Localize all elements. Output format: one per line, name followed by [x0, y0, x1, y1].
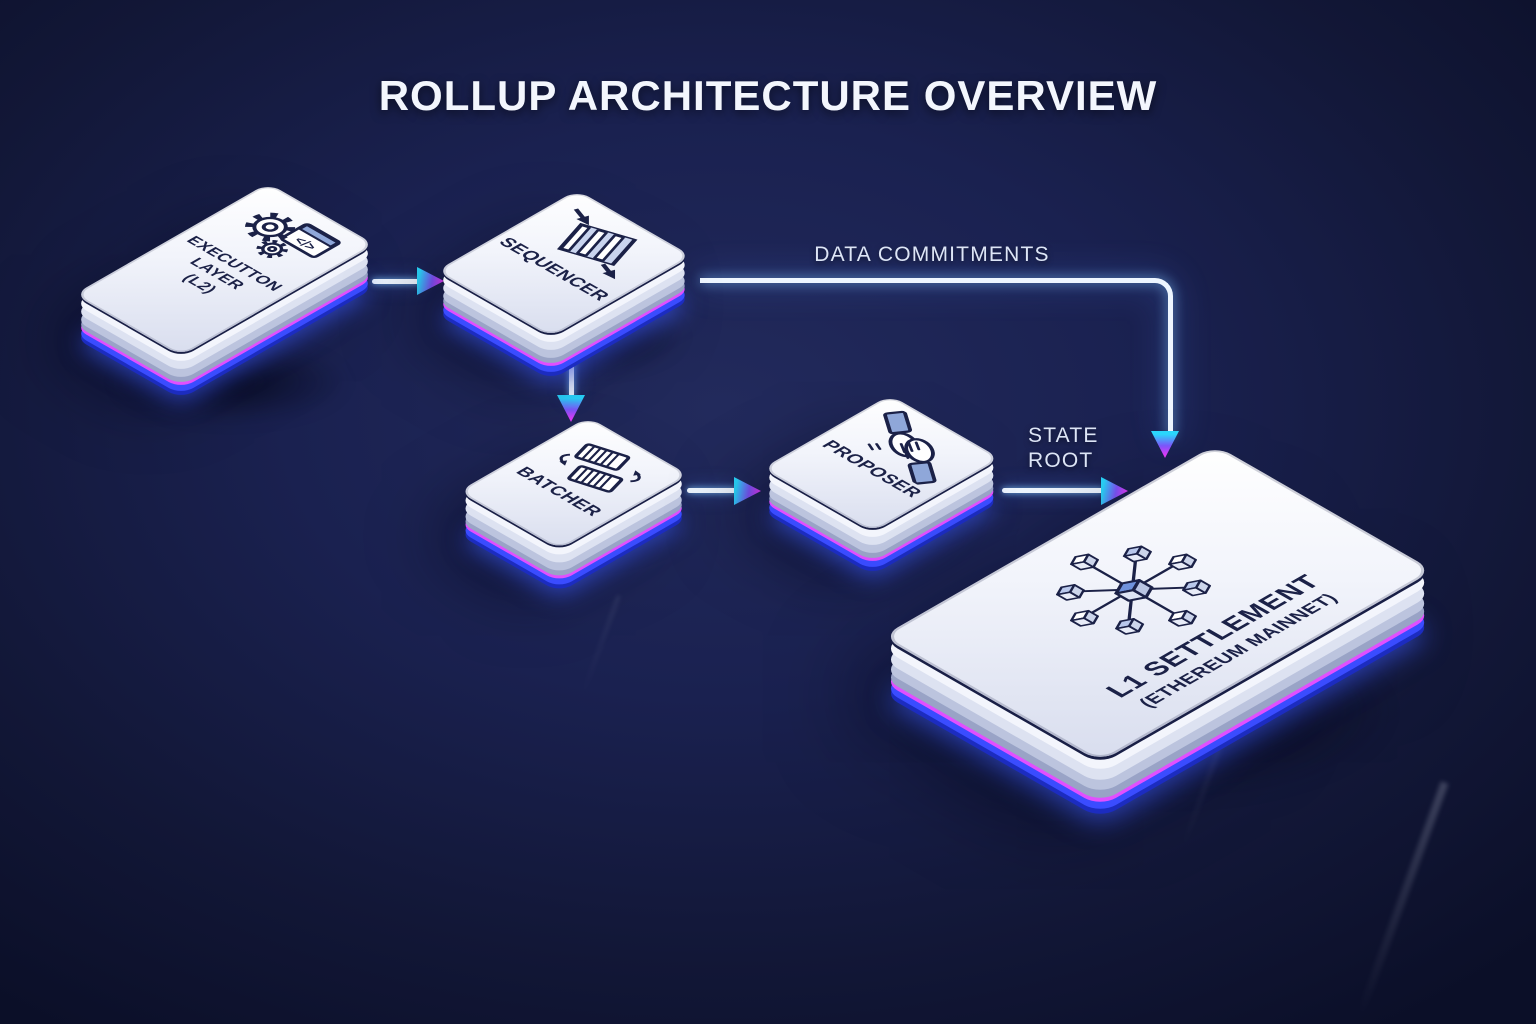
- cube-network-icon: [1051, 542, 1216, 638]
- node-l1-settlement: L1 SETTLEMENT (ETHEREUM MAINNET): [881, 445, 1434, 762]
- connector-sequencer-to-batcher: [569, 347, 574, 397]
- floor-streak: [1355, 781, 1449, 1019]
- handshake-icon: [867, 410, 937, 485]
- connector-execution-to-sequencer: [372, 279, 420, 284]
- connector-proposer-to-l1: [1002, 488, 1104, 493]
- gears-code-icon: </>: [244, 212, 341, 258]
- floor-shadow-execution: [60, 322, 400, 442]
- l1-content: L1 SETTLEMENT (ETHEREUM MAINNET): [889, 449, 1427, 758]
- label-state-root-line1: STATE: [1028, 424, 1099, 447]
- node-proposer: PROPOSER: [762, 395, 1001, 532]
- arrowhead-sequencer-to-batcher-icon: [557, 395, 585, 422]
- striped-stack-icon: [556, 208, 638, 280]
- batched-blocks-icon: [559, 443, 641, 493]
- node-execution-layer: </> EXECUTTON LAYER (L2): [73, 183, 376, 356]
- label-data-commitments: DATA COMMITMENTS: [814, 243, 1050, 266]
- label-state-root-line2: ROOT: [1028, 449, 1094, 472]
- arrowhead-sequencer-to-l1-icon: [1151, 431, 1179, 458]
- node-sequencer: SEQUENCER: [436, 190, 692, 337]
- floor-streak: [579, 594, 621, 700]
- node-batcher: BATCHER: [458, 417, 689, 550]
- connector-batcher-to-proposer: [687, 488, 737, 493]
- label-state-root: STATE ROOT: [1028, 423, 1099, 473]
- arrowhead-execution-to-sequencer-icon: [417, 267, 444, 295]
- connector-sequencer-to-l1: [700, 278, 1173, 437]
- diagram-title: ROLLUP ARCHITECTURE OVERVIEW: [378, 72, 1158, 119]
